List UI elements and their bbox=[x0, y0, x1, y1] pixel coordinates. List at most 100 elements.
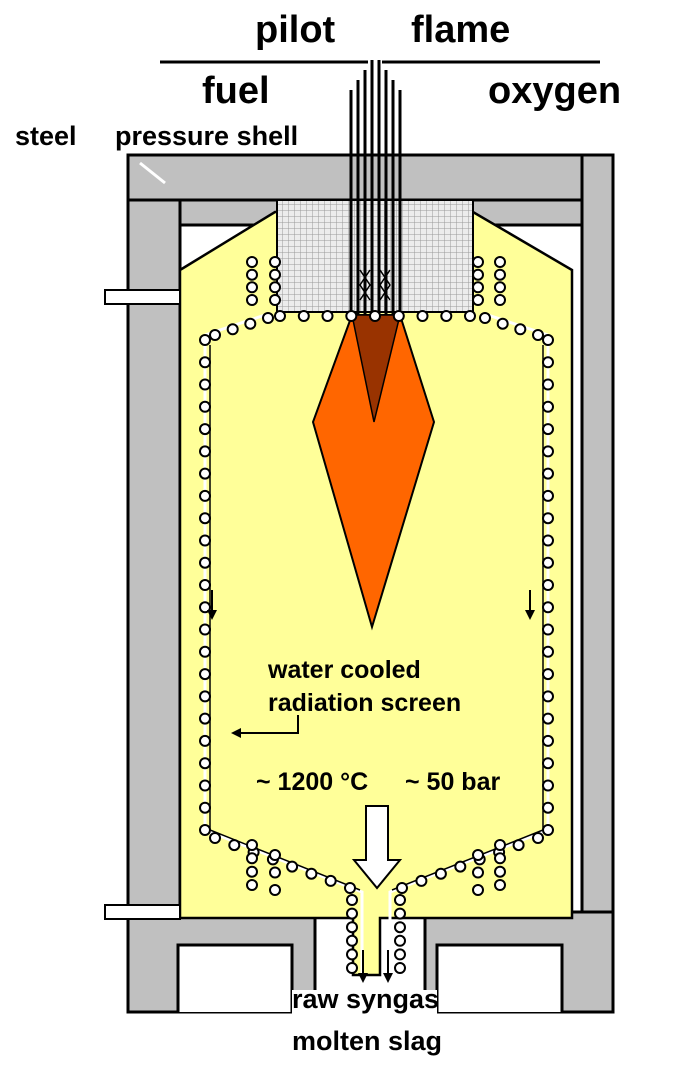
tube-circle bbox=[472, 884, 484, 896]
tube-circle bbox=[396, 882, 408, 894]
tube-circle bbox=[440, 310, 453, 322]
tube-circle bbox=[269, 866, 281, 879]
tube-circle bbox=[262, 312, 274, 324]
tube-circle bbox=[542, 334, 554, 346]
tube-circle bbox=[542, 623, 554, 636]
tube-circle bbox=[542, 356, 554, 369]
tube-circle bbox=[286, 860, 299, 873]
tube-circle bbox=[321, 310, 334, 322]
flow-arrows bbox=[139, 161, 535, 983]
tube-circle bbox=[532, 329, 544, 341]
tube-circle bbox=[246, 256, 258, 268]
tube-circle bbox=[394, 894, 406, 906]
tube-circle bbox=[494, 865, 506, 878]
nozzle-lower-left bbox=[104, 904, 181, 920]
bottom-center-gap bbox=[292, 990, 437, 1020]
tube-circle bbox=[199, 556, 211, 569]
tube-circle bbox=[394, 948, 406, 961]
raw-syngas-label: raw syngas bbox=[292, 984, 439, 1014]
tube-circle bbox=[269, 849, 281, 861]
tube-circle bbox=[494, 268, 506, 281]
tube-circle bbox=[542, 445, 554, 458]
tube-circle bbox=[542, 489, 554, 502]
steel-label: steel bbox=[15, 121, 77, 151]
tube-circle bbox=[532, 832, 544, 844]
tube-circle bbox=[542, 712, 554, 725]
tube-circle bbox=[199, 423, 211, 436]
tube-circle bbox=[199, 579, 211, 591]
tube-circle bbox=[246, 865, 258, 878]
oxygen-label: oxygen bbox=[488, 70, 621, 112]
tube-circle bbox=[199, 512, 211, 525]
tube-circle bbox=[542, 645, 554, 658]
steel-pointer-arrow bbox=[139, 161, 166, 185]
tube-circle bbox=[542, 734, 554, 747]
tube-circle bbox=[269, 281, 281, 294]
tube-circle bbox=[297, 310, 310, 322]
tube-circle bbox=[496, 317, 509, 330]
tube-circle bbox=[542, 668, 554, 681]
tube-circle bbox=[542, 556, 554, 569]
tube-circle bbox=[269, 268, 281, 281]
tube-circle bbox=[269, 884, 281, 896]
tube-circle bbox=[494, 281, 506, 294]
tube-circle bbox=[472, 866, 484, 879]
tube-circle bbox=[199, 601, 211, 614]
nozzle-upper-left bbox=[104, 289, 181, 305]
tube-circle bbox=[199, 445, 211, 458]
tube-circle bbox=[464, 310, 476, 322]
tube-circle bbox=[542, 801, 554, 814]
pressure-label: ~ 50 bar bbox=[405, 768, 500, 796]
tube-circle bbox=[199, 489, 211, 502]
tube-circle bbox=[542, 400, 554, 413]
tube-circle bbox=[246, 879, 258, 891]
tube-circle bbox=[228, 839, 241, 852]
tube-circle bbox=[274, 310, 286, 322]
tube-circle bbox=[346, 907, 358, 920]
tube-circle bbox=[416, 310, 429, 322]
tube-circle bbox=[244, 317, 257, 330]
tube-circle bbox=[472, 256, 484, 268]
temperature-label: ~ 1200 °C bbox=[256, 768, 368, 796]
tube-circle bbox=[199, 779, 211, 792]
tube-circle bbox=[542, 467, 554, 480]
tube-circle bbox=[246, 268, 258, 281]
tube-circle bbox=[269, 256, 281, 268]
tube-circle bbox=[542, 534, 554, 547]
tube-circle bbox=[542, 757, 554, 770]
tube-circle bbox=[494, 879, 506, 891]
tube-circle bbox=[246, 852, 258, 865]
molten-slag-label: molten slag bbox=[292, 1026, 442, 1056]
tube-circle bbox=[494, 256, 506, 268]
pilot-label: pilot bbox=[255, 9, 336, 51]
tube-circle bbox=[226, 323, 239, 336]
radiation-screen-label: radiation screen bbox=[268, 689, 461, 717]
tube-circle bbox=[394, 907, 406, 920]
water-cooled-label: water cooled bbox=[267, 656, 421, 684]
fuel-label: fuel bbox=[202, 70, 270, 112]
tube-circle bbox=[472, 268, 484, 281]
burner-refractory-block bbox=[276, 199, 474, 313]
tube-circle bbox=[324, 874, 337, 887]
tube-circle bbox=[472, 281, 484, 294]
tube-circle bbox=[199, 334, 211, 346]
tube-circle bbox=[199, 801, 211, 814]
tube-circle bbox=[514, 323, 527, 336]
tube-circle bbox=[542, 512, 554, 525]
tube-circle bbox=[542, 378, 554, 391]
flame-label: flame bbox=[411, 9, 510, 51]
tube-circle bbox=[305, 867, 318, 880]
tube-circle bbox=[454, 860, 467, 873]
tube-circle bbox=[199, 534, 211, 547]
pressure-shell-label: pressure shell bbox=[115, 121, 298, 151]
water-cooled-tubes bbox=[199, 256, 554, 974]
tube-circle bbox=[246, 839, 258, 851]
tube-circle bbox=[542, 579, 554, 591]
tube-circle bbox=[209, 832, 221, 844]
tube-circle bbox=[369, 310, 381, 322]
tube-circle bbox=[199, 645, 211, 658]
tube-circle bbox=[494, 852, 506, 865]
tube-circle bbox=[542, 690, 554, 703]
shell-left-wall bbox=[126, 153, 182, 1014]
